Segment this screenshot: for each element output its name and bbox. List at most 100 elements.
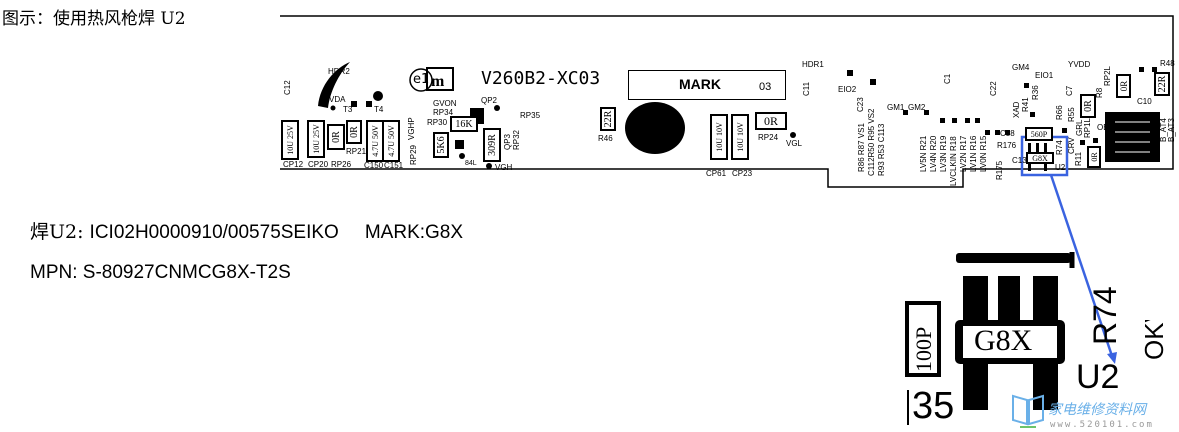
label-col1: R86 R87 VS1 [857,123,866,172]
brand-logo [318,62,350,108]
label-cp23: CP23 [732,169,753,178]
part-number: ICI02H0000910/00575SEIKO [89,222,339,243]
inset-cap-label: 100P [911,326,936,372]
label-yvdd: YVDD [1068,60,1091,69]
label-vgl: VGL [786,139,803,148]
r11-part: 0R [1087,146,1101,168]
label-cp61: CP61 [706,169,727,178]
label-col6: LV3N R19 [939,135,948,172]
u2-zoom-inset [905,252,1075,425]
label-col8: LV2N R17 [959,135,968,172]
inset-partial-label: OKV [1140,320,1168,360]
cp23-part: 10U 10V [731,114,749,160]
label-c151: C151 [384,161,404,170]
label-b-at3: B_AT3 [1167,118,1176,142]
mpn-line: MPN: S-80927CNMCG8X-T2S [30,262,291,283]
label-rp32: RP32 [512,129,521,150]
pointer-arrow [1049,174,1114,357]
label-r176: R176 [997,141,1017,150]
label-84l: 84L [465,160,477,167]
label-rp29: RP29 [409,144,418,165]
r46-part: 22R [600,107,616,131]
cp20-part: 10U 25V [307,120,325,158]
label-rp26: RP26 [331,160,352,169]
mark-rev: 03 [759,81,772,93]
board-model: V260B2-XC03 [481,68,601,89]
svg-text:m: m [431,73,445,90]
u2-part: G8X [1026,152,1054,164]
label-vda: VDA [329,95,346,104]
page-heading: 图示：使用热风枪焊 U2 [2,9,186,29]
inset-u2-label: U2 [1076,358,1120,396]
inductor [625,102,685,154]
label-r48: R48 [1160,59,1175,68]
label-vghp: VGHP [407,117,416,140]
label-t4: T4 [374,105,384,114]
label-hdr1: HDR1 [802,60,824,69]
label-gm1: GM1 [887,103,905,112]
label-hdr2: HDR2 [328,67,350,76]
label-c7: C7 [1065,85,1074,96]
label-c1: C1 [943,73,952,84]
label-rp34: RP34 [433,108,454,117]
label-cp20: CP20 [308,160,329,169]
rp29-part: 5K6 [433,132,449,158]
label-c12: C12 [283,80,292,95]
label-c22: C22 [989,81,998,96]
watermark-url: www.520101.com [1050,420,1154,430]
cp12-part: 10U 25V [281,120,299,160]
label-col5: LV4N R20 [929,135,938,172]
inset-r74-label: R74 [1087,286,1123,345]
part-number-line: 焊U2: ICI02H0000910/00575SEIKO MARK:G8X [30,217,463,244]
label-c10: C10 [1137,97,1152,106]
mark-label: MARK [679,76,721,92]
label-r41: R41 [1021,97,1030,112]
mark-code: MARK:G8X [364,222,464,243]
e1-logo-text: e1 [413,72,430,87]
rp32-part: 309R [483,128,501,162]
label-gm4: GM4 [1012,63,1030,72]
watermark: 家电维修资料网 www.520101.com [1010,390,1179,432]
book-icon [1012,394,1044,428]
label-r11: R11 [1074,151,1083,166]
label-cp12: CP12 [283,160,304,169]
label-gvon: GVON [433,99,457,108]
label-col4: LV5N R21 [919,135,928,172]
label-c23: C23 [856,97,865,112]
label-rp21: RP21 [346,147,367,156]
label-col7: LVCLKIN R18 [949,136,958,186]
rp30-part: 16K [450,116,478,132]
label-r175: R175 [995,160,1004,180]
label-eio1: EIO1 [1035,71,1054,80]
rp26-part: 0R [327,124,345,150]
cp61-part: 10U 10V [710,114,728,160]
label-r74: R74 [1055,140,1064,155]
label-c150: C150 [364,161,384,170]
label-rp24: RP24 [758,133,779,142]
label-rp1l: RP1L [1083,117,1092,138]
connector [1105,112,1160,162]
label-r8: R8 [1095,87,1104,98]
label-col10: LV0N R15 [979,135,988,172]
label-col2: C112R50 R95 VS2 [867,108,876,176]
label-r46: R46 [598,134,613,143]
label-c11: C11 [802,81,811,96]
label-xad: XAD [1012,101,1021,118]
rp24-part: 0R [755,112,787,130]
label-rp2l: RP2L [1103,65,1112,86]
label-qp3: QP3 [503,133,512,150]
label-rp30: RP30 [427,118,448,127]
part-prefix: 焊U2: [30,221,90,243]
label-t3: T3 [343,105,353,114]
watermark-name: 家电维修资料网 [1048,402,1146,418]
rp21-part: 0R [346,120,362,144]
label-c38: C38 [1000,129,1015,138]
label-col9: LV1N R16 [969,135,978,172]
label-eio2: EIO2 [838,85,857,94]
inset-number: 35 [912,385,955,427]
label-rp35: RP35 [520,111,541,120]
label-qp2: QP2 [481,96,498,105]
label-gm2: GM2 [908,103,926,112]
c151-part: 4.7U 50V [382,120,400,162]
